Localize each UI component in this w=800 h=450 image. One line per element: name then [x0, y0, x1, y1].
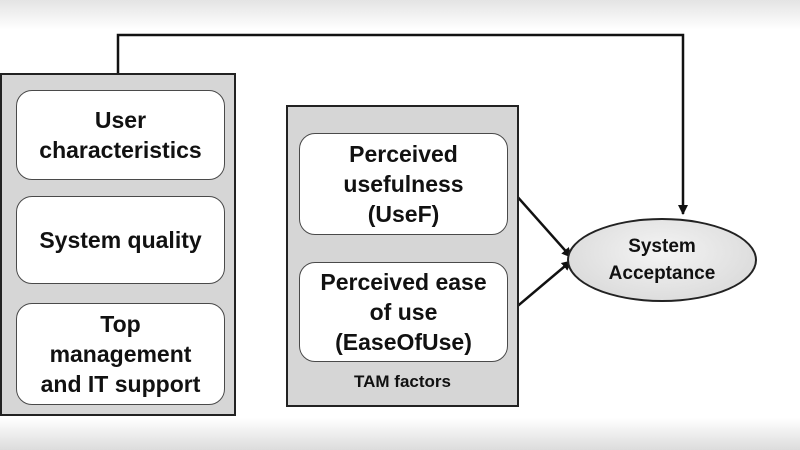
system-acceptance-ellipse: System Acceptance [567, 218, 757, 302]
top-shadow [0, 0, 800, 30]
bottom-shadow [0, 418, 800, 450]
arrow-external-to-acceptance [116, 33, 688, 215]
tam-factors-caption: TAM factors [354, 372, 451, 391]
tam-factors-group: Perceived usefulness (UseF) Perceived ea… [286, 105, 519, 407]
external-factors-group: User characteristics System quality Top … [0, 73, 236, 416]
system-quality-box: System quality [16, 196, 225, 284]
user-characteristics-box: User characteristics [16, 90, 225, 180]
perceived-usefulness-box: Perceived usefulness (UseF) [299, 133, 508, 235]
perceived-ease-of-use-box: Perceived ease of use (EaseOfUse) [299, 262, 508, 362]
top-management-it-support-box: Top management and IT support [16, 303, 225, 405]
